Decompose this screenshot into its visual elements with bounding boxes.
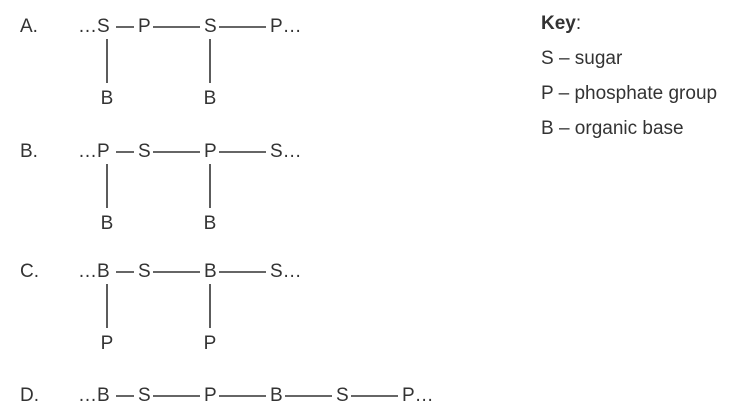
- chain-node-d-1: S: [138, 385, 151, 406]
- chain-node-d-0: …B: [78, 385, 110, 406]
- branch-node-b-1: B: [204, 213, 217, 234]
- key-item-sugar: S – sugar: [541, 48, 623, 69]
- chain-node-a-1: P: [138, 16, 151, 37]
- chain-node-c-1: S: [138, 261, 151, 282]
- branch-node-b-0: B: [101, 213, 114, 234]
- branch-node-a-0: B: [101, 88, 114, 109]
- chain-node-a-3: P…: [270, 16, 302, 37]
- option-label-c: C.: [20, 261, 39, 282]
- branch-node-a-1: B: [204, 88, 217, 109]
- option-label-d: D.: [20, 385, 39, 406]
- key-legend: Key: S – sugar P – phosphate group B – o…: [541, 6, 717, 146]
- chain-node-c-3: S…: [270, 261, 302, 282]
- chain-node-d-2: P: [204, 385, 217, 406]
- chain-node-d-5: P…: [402, 385, 434, 406]
- key-colon: :: [575, 13, 582, 34]
- key-heading: Key:: [541, 6, 717, 41]
- branch-node-c-0: P: [101, 333, 114, 354]
- chain-node-b-1: S: [138, 141, 151, 162]
- chain-node-a-2: S: [204, 16, 217, 37]
- chain-node-b-3: S…: [270, 141, 302, 162]
- chain-node-d-3: B: [270, 385, 283, 406]
- chain-node-a-0: …S: [78, 16, 110, 37]
- branch-node-c-1: P: [204, 333, 217, 354]
- key-item-base: B – organic base: [541, 118, 684, 139]
- option-label-b: B.: [20, 141, 38, 162]
- chain-node-c-2: B: [204, 261, 217, 282]
- chain-node-b-2: P: [204, 141, 217, 162]
- key-title: Key: [541, 13, 576, 34]
- chain-node-c-0: …B: [78, 261, 110, 282]
- chain-node-b-0: …P: [78, 141, 110, 162]
- chain-node-d-4: S: [336, 385, 349, 406]
- option-label-a: A.: [20, 16, 38, 37]
- key-item-phosphate: P – phosphate group: [541, 83, 718, 104]
